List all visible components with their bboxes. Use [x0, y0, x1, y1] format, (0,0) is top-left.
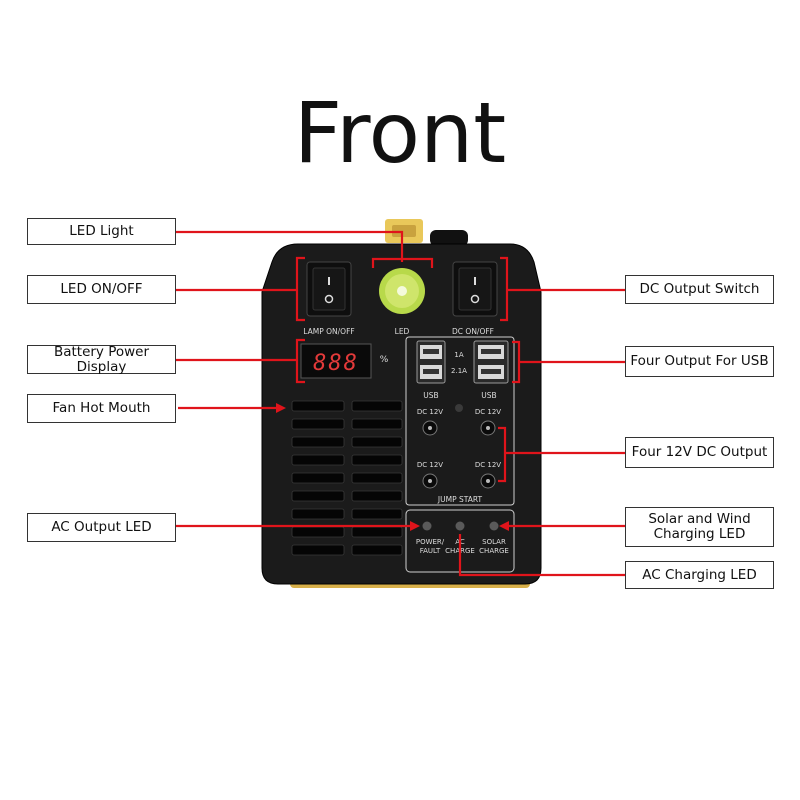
- led-bulb: [397, 286, 407, 296]
- power-fault-label-2: FAULT: [420, 547, 441, 555]
- callout-led-on-off: LED ON/OFF: [27, 275, 176, 304]
- dc-12v-label-3: DC 12V: [417, 461, 443, 469]
- solar-charge-led: [489, 521, 499, 531]
- dc-12v-label-1: DC 12V: [417, 408, 443, 416]
- callout-led-light: LED Light: [27, 218, 176, 245]
- top-handle-inner: [392, 225, 416, 237]
- usb-port-4-slot: [481, 369, 501, 374]
- dc-port-3-pin: [428, 479, 432, 483]
- bracket-usb: [512, 340, 521, 384]
- callout-usb-outputs: Four Output For USB: [625, 346, 774, 377]
- arrow-solar: [499, 521, 509, 531]
- dc-12v-label-2: DC 12V: [475, 408, 501, 416]
- lamp-off-mark: [324, 294, 334, 304]
- dc-rocker: [458, 267, 492, 311]
- callout-ac-charging-led: AC Charging LED: [625, 561, 774, 589]
- usb-port-3-slot: [481, 349, 501, 354]
- lamp-rocker: [312, 267, 346, 311]
- arrow-fan: [276, 403, 286, 413]
- arrow-ac-output: [410, 521, 420, 531]
- solar-charge-label-1: SOLAR: [482, 538, 506, 546]
- callout-solar-wind: Solar and Wind Charging LED: [625, 507, 774, 547]
- dc-port-2-pin: [486, 426, 490, 430]
- bracket-battery: [295, 338, 305, 384]
- pointer-ac-charging: [458, 534, 625, 577]
- percent-sign: %: [380, 355, 389, 365]
- output-panel: [405, 336, 515, 506]
- pointer-lines: [176, 230, 625, 577]
- top-knob: [430, 230, 468, 246]
- dc-label: DC ON/OFF: [452, 327, 494, 336]
- pointer-led-light: [176, 230, 404, 262]
- dc-port-1-pin: [428, 426, 432, 430]
- pointer-arrowheads: [276, 403, 509, 531]
- solar-charge-label-2: CHARGE: [479, 547, 509, 555]
- page-title: Front: [293, 84, 507, 182]
- bracket-led: [371, 257, 434, 268]
- callout-fan: Fan Hot Mouth: [27, 394, 176, 423]
- usb-right-label: USB: [481, 391, 496, 400]
- fan-grille: [291, 400, 403, 556]
- usb-port-2-slot: [423, 369, 439, 374]
- power-fault-label-1: POWER/: [416, 538, 445, 546]
- ac-charge-led: [455, 521, 465, 531]
- dc-port-4-pin: [486, 479, 490, 483]
- bracket-dc: [500, 256, 509, 322]
- usb-2a-label: 2.1A: [451, 367, 467, 375]
- callout-dc-switch: DC Output Switch: [625, 275, 774, 304]
- callout-battery-display: Battery Power Display: [27, 344, 176, 374]
- dc-12v-label-4: DC 12V: [475, 461, 501, 469]
- usb-1a-label: 1A: [454, 351, 463, 359]
- bracket-lamp: [295, 256, 305, 322]
- callout-ac-output-led: AC Output LED: [27, 513, 176, 542]
- led-label: LED: [395, 327, 410, 336]
- callout-solar-wind-line2: Charging LED: [653, 526, 746, 542]
- usb-port-1-slot: [423, 349, 439, 354]
- lamp-label: LAMP ON/OFF: [303, 327, 354, 336]
- jump-start-label: JUMP START: [437, 495, 483, 504]
- callout-dc-outputs: Four 12V DC Output: [625, 437, 774, 468]
- battery-digits: 888: [313, 351, 359, 376]
- callout-solar-wind-line1: Solar and Wind: [648, 511, 751, 527]
- usb-indicator: [455, 404, 463, 412]
- dc-off-mark: [470, 294, 480, 304]
- usb-left-label: USB: [423, 391, 438, 400]
- battery-display: [300, 343, 372, 379]
- power-fault-led: [422, 521, 432, 531]
- bracket-dc-output: [498, 426, 507, 483]
